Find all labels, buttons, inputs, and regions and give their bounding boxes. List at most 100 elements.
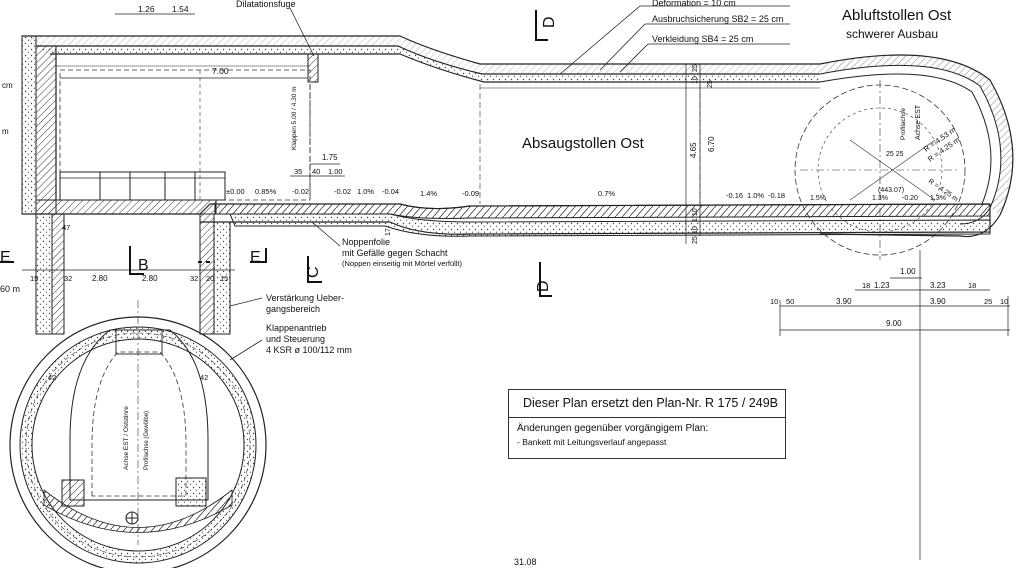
dim-47: 47: [62, 223, 70, 232]
dim-175: 1.75: [322, 153, 338, 162]
dim-c50: 50: [786, 297, 794, 306]
dim-42a: 42: [48, 373, 56, 382]
section-c: C: [305, 266, 322, 278]
dim-700: 7.00: [212, 66, 229, 76]
lower-circular-section: [9, 300, 267, 568]
dim-670: 6.70: [707, 136, 716, 152]
level-009: -0.09: [462, 189, 479, 198]
level-016: -0.16: [726, 191, 743, 200]
dim-left-cm: cm: [2, 81, 13, 90]
callout-deformation: Deformation = 10 cm: [652, 0, 736, 8]
dim-32b: 32: [190, 274, 198, 283]
level-000: ±0.00: [226, 187, 245, 196]
dim-280a: 2.80: [92, 274, 108, 283]
dim-c390a: 3.90: [836, 297, 852, 306]
dim-c18a: 18: [862, 281, 870, 290]
dim-32a: 32: [64, 274, 72, 283]
callout-verstaerkung-2: gangsbereich: [266, 304, 320, 314]
dim-42b: 42: [200, 373, 208, 382]
callout-noppen-3: (Noppen einseitig mit Mörtel verfüllt): [342, 259, 463, 268]
page-number: 31.08: [514, 557, 537, 567]
dim-c25: 25: [984, 297, 992, 306]
callout-klappe-3: 4 KSR ø 100/112 mm: [266, 345, 352, 355]
revision-note-heading: Änderungen gegenüber vorgängigem Plan:: [517, 423, 709, 434]
dim-35: 35: [294, 167, 302, 176]
dim-left-axis2: Profilachse (Gewölbe): [144, 411, 150, 470]
section-markers: [0, 10, 552, 297]
dim-left-axis: Achse EST / Oststinre: [123, 406, 130, 470]
slope-085: 0.85%: [255, 187, 277, 196]
slope-15: 1.5%: [810, 195, 826, 202]
dim-110: 1.10: [692, 208, 699, 222]
section-d-bottom: D: [535, 280, 552, 292]
dim-profilachse: Profilachse: [900, 107, 907, 140]
callout-ausbruch: Ausbruchsicherung SB2 = 25 cm: [652, 14, 783, 24]
level-018: -0.18: [768, 191, 785, 200]
gallery-walls: [21, 35, 991, 335]
title-tunnel-east: Abluftstollen Ost: [842, 7, 952, 24]
dim-15a: 15: [30, 274, 38, 283]
slope-13a: 1.3%: [872, 195, 888, 202]
callout-leaders: [229, 5, 790, 361]
section-d-top: D: [541, 16, 558, 28]
level-002b: -0.02: [334, 187, 351, 196]
dim-left-m: m: [2, 127, 9, 136]
section-e-left: E: [0, 249, 11, 266]
dim-17: 17: [385, 228, 392, 236]
dim-c2525: 25 25: [886, 151, 904, 158]
dim-100: 1.00: [328, 167, 343, 176]
dim-126: 1.26: [138, 4, 155, 14]
dim-25b: 25: [707, 80, 714, 88]
dim-20: 20: [206, 274, 214, 283]
dim-c18b: 18: [968, 281, 976, 290]
dim-15b: 15: [220, 274, 228, 283]
dim-25a: 25: [692, 64, 699, 72]
dim-10a: 10: [692, 76, 699, 84]
dim-c323: 3.23: [930, 281, 946, 290]
dim-klappen: Klappen 5.00 / 4.30 m: [291, 86, 298, 150]
title-tunnel-east-sub: schwerer Ausbau: [846, 27, 938, 41]
dim-40: 40: [312, 167, 320, 176]
dim-axis-est: Achse EST: [915, 104, 922, 140]
callout-noppen-2: mit Gefälle gegen Schacht: [342, 248, 448, 258]
revision-note-bullet: - Bankett mit Leitungsverlauf angepasst: [517, 437, 667, 447]
callout-noppen-1: Noppenfolie: [342, 237, 390, 247]
dim-c100: 1.00: [900, 267, 916, 276]
dim-c900: 9.00: [886, 319, 902, 328]
dim-c390b: 3.90: [930, 297, 946, 306]
dim-154: 1.54: [172, 4, 189, 14]
dim-c10b: 10: [1000, 297, 1008, 306]
section-e-right: E: [250, 249, 261, 266]
level-002a: -0.02: [292, 187, 309, 196]
revision-note-box: Dieser Plan ersetzt den Plan-Nr. R 175 /…: [508, 389, 786, 459]
revision-note-divider: [509, 417, 785, 418]
title-main-gallery: Absaugstollen Ost: [522, 135, 645, 152]
callout-dilatation: Dilatationsfuge: [236, 0, 296, 9]
dim-lev443: (443.07): [878, 187, 904, 194]
callout-klappe-1: Klappenantrieb: [266, 323, 327, 333]
dim-280b: 2.80: [142, 274, 158, 283]
dim-lev020: -0.20: [902, 195, 918, 202]
level-004: -0.04: [382, 187, 399, 196]
slope-10b: 1.0%: [747, 191, 764, 200]
drawing-labels: Abluftstollen Ost schwerer Ausbau Absaug…: [0, 0, 1008, 470]
callout-klappe-2: und Steuerung: [266, 334, 325, 344]
dimension-lines: [22, 13, 1010, 560]
slope-13b: 1.3%: [930, 195, 946, 202]
callout-verkleidung: Verkleidung SB4 = 25 cm: [652, 34, 753, 44]
section-b: B: [138, 257, 149, 274]
right-circular-section: [794, 54, 1014, 260]
slope-14: 1.4%: [420, 189, 437, 198]
dim-25c: 25: [692, 236, 699, 244]
dim-c123: 1.23: [874, 281, 890, 290]
callout-verstaerkung-1: Verstärkung Ueber-: [266, 293, 344, 303]
dim-465: 4.65: [689, 142, 698, 158]
dim-c10: 10: [770, 297, 778, 306]
revision-note-main: Dieser Plan ersetzt den Plan-Nr. R 175 /…: [523, 396, 778, 410]
dim-left-60m: 60 m: [0, 284, 20, 294]
dim-10b: 10: [692, 226, 699, 234]
floor-levels: ±0.00 0.85% -0.02 -0.02 1.0% -0.04 1.4% …: [226, 187, 946, 202]
slope-07: 0.7%: [598, 189, 615, 198]
slope-10a: 1.0%: [357, 187, 374, 196]
